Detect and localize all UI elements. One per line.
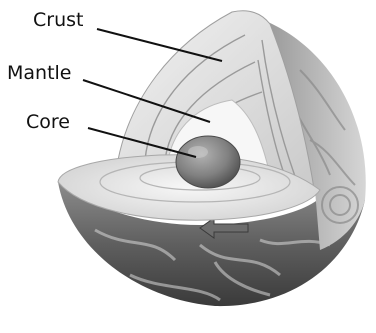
core-label: Core bbox=[26, 113, 70, 132]
crust-label: Crust bbox=[33, 11, 83, 30]
core-sphere bbox=[176, 136, 240, 188]
mantle-label: Mantle bbox=[7, 64, 72, 83]
